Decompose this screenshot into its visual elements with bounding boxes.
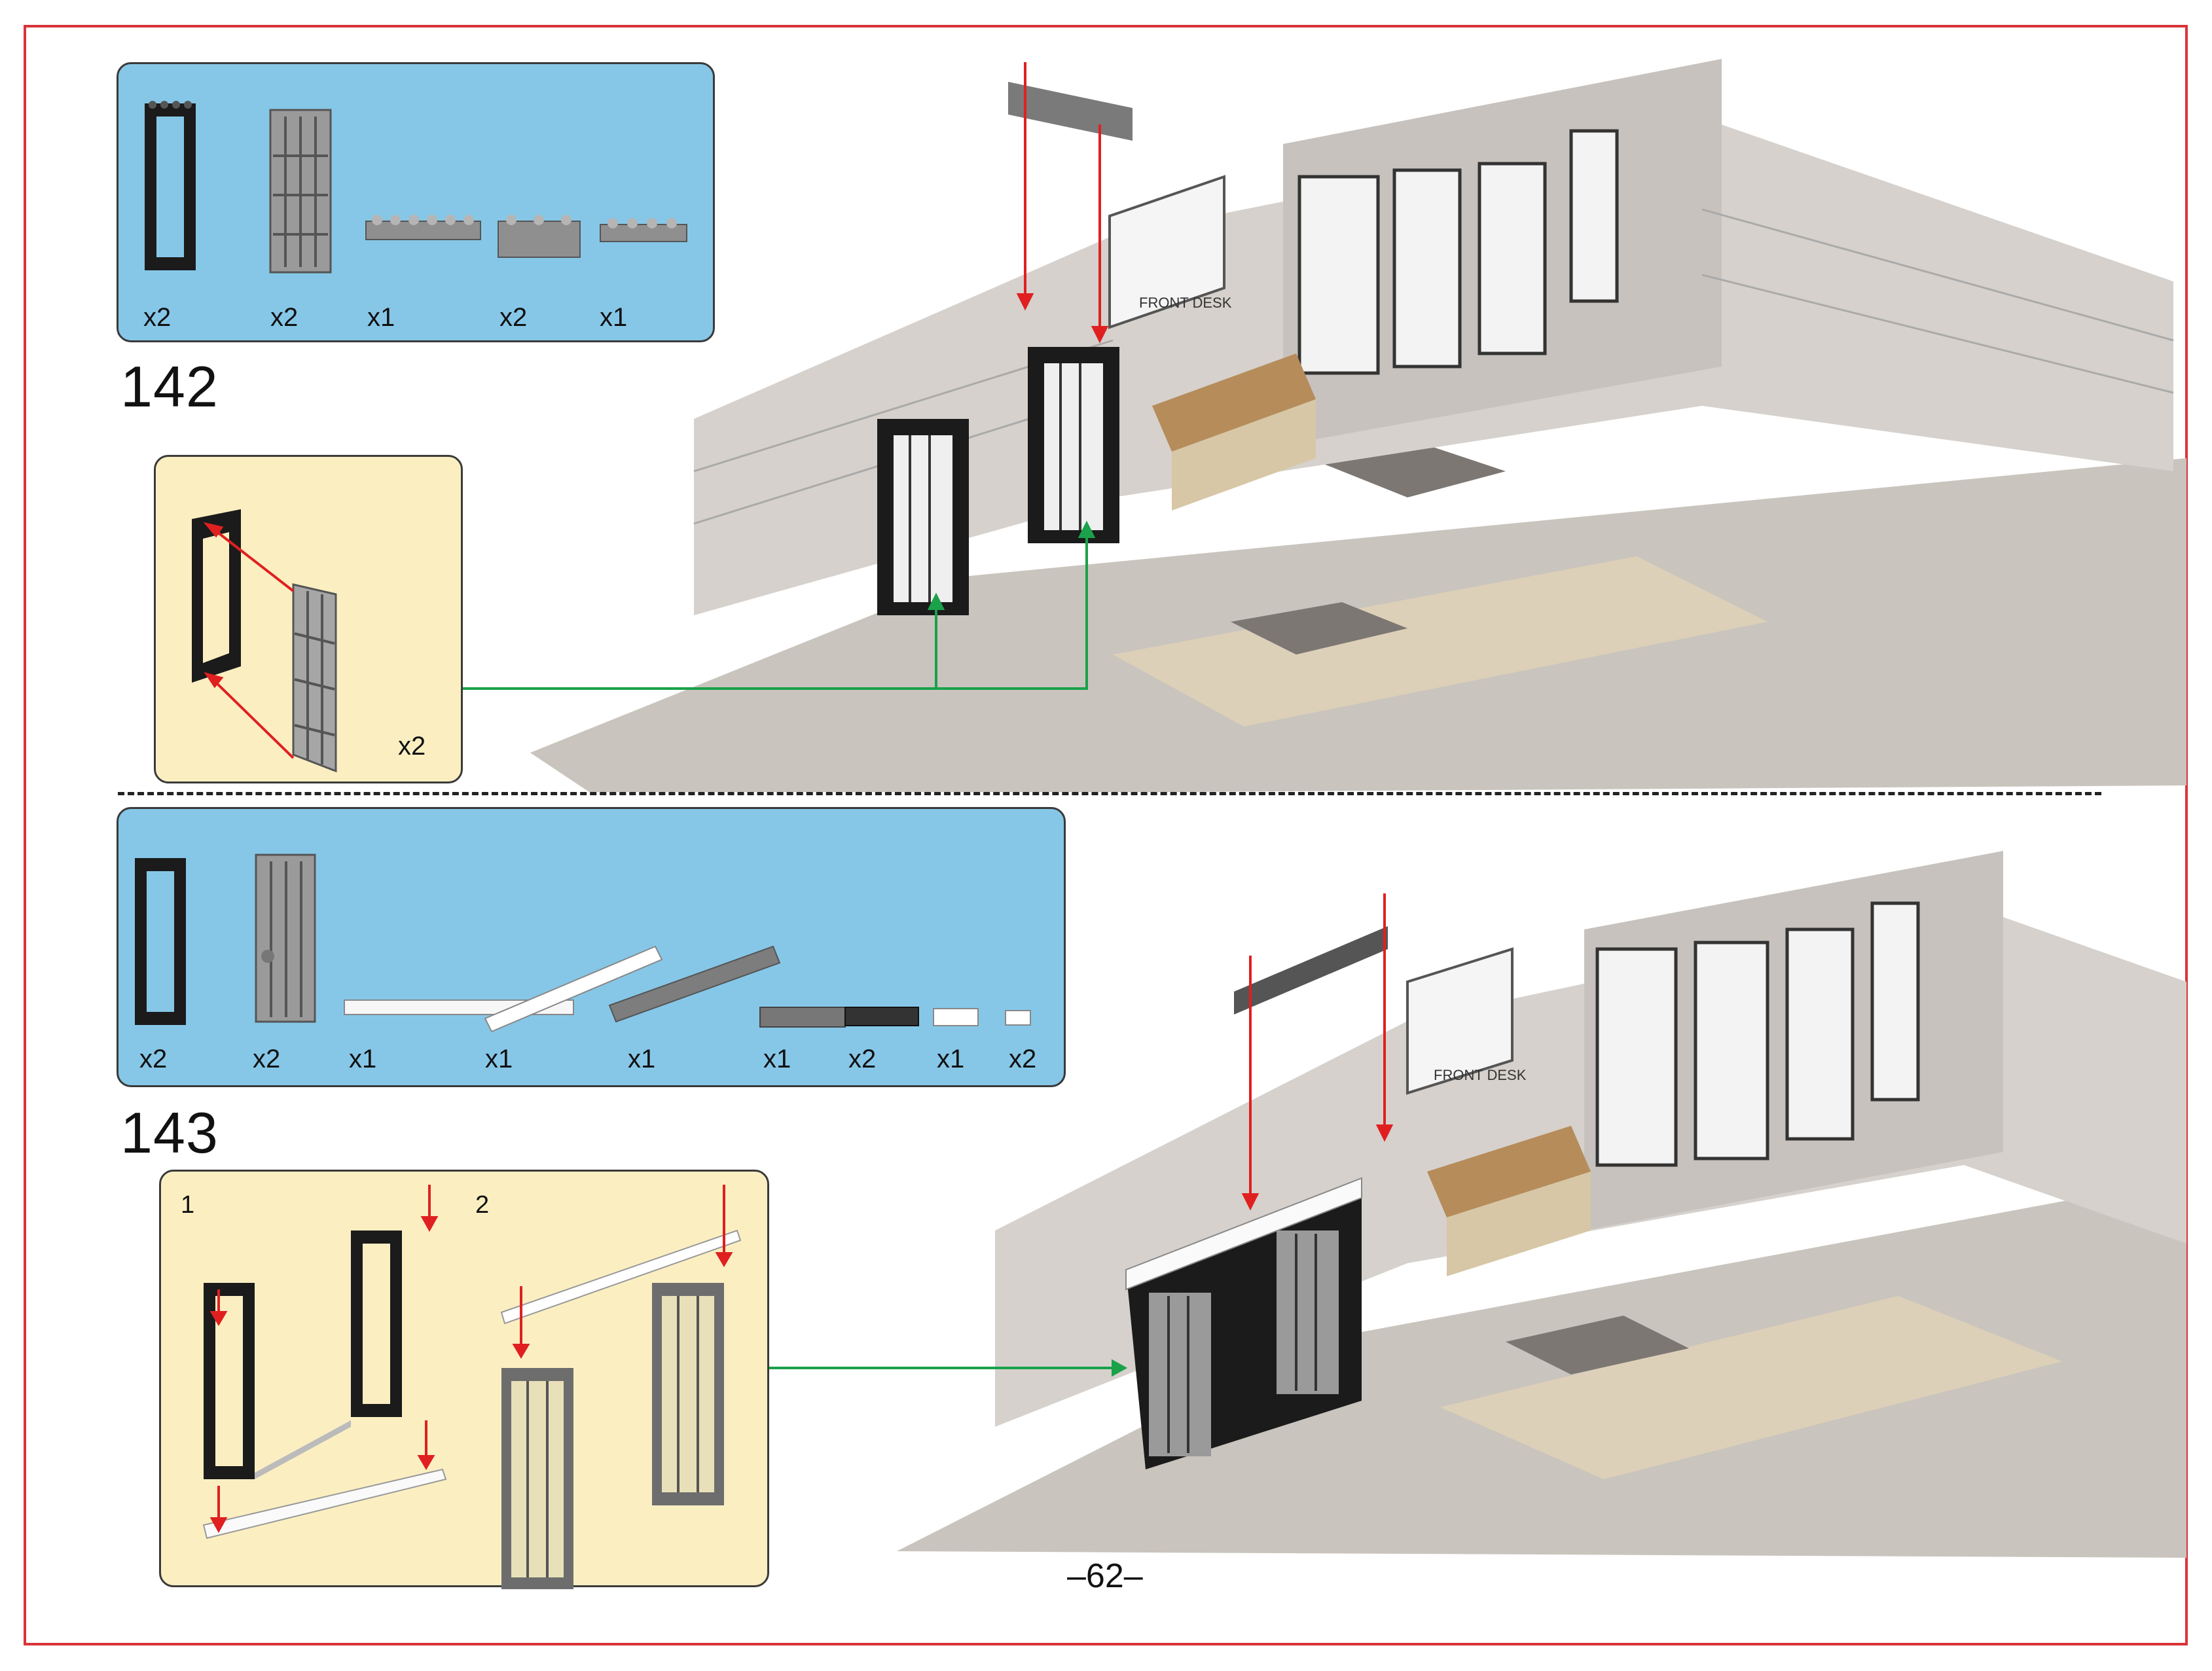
step142-parts-box: x2 x2 x1 x2 x1 [117,62,715,342]
substep-number: 1 [181,1191,195,1219]
grey-plate-1x6-part [365,215,481,240]
part-quantity: x2 [270,303,299,332]
grey-plate-1x10-part [608,945,781,1023]
page-border [24,25,2188,1645]
red-arrows [1016,62,1109,344]
black-plate-1x4-part [844,1007,919,1026]
part-quantity: x1 [485,1045,513,1073]
door-with-lock-part [255,853,316,1023]
windows [1297,129,1619,375]
grey-tile-1x4-part [759,1007,846,1028]
front-desk-sign-text: FRONT DESK [1434,1067,1527,1083]
front-desk-sign-text: FRONT DESK [1139,295,1232,311]
red-arrows [1241,893,1394,1211]
step-divider [118,792,2101,795]
part-quantity: x2 [139,1045,168,1073]
white-tile-1x1-part [1005,1010,1031,1026]
part-quantity: x2 [143,303,172,332]
white-tile-1x6-part [484,945,663,1033]
grey-brick-1x3-part [498,215,581,258]
floor [897,1178,2186,1558]
door-panel-part [269,109,332,274]
floor [530,439,2186,792]
step143-parts-box: x2 x2 x1 x1 x1 x1 x2 x1 x2 [117,807,1066,1087]
part-quantity: x2 [253,1045,281,1073]
top-plate [1234,926,1388,1015]
page-number: –62– [1067,1557,1143,1595]
step143-subassembly-illustration [202,1185,742,1589]
substep2-doors [500,1229,742,1589]
step142-subassembly-box: x2 [154,455,463,783]
green-arrow [769,1359,1128,1377]
desk [1152,353,1316,511]
substep1-frames [202,1231,447,1539]
windows [1595,901,1920,1167]
step-number: 143 [120,1100,219,1165]
door-frame-part [145,101,196,270]
part-quantity: x1 [937,1045,965,1073]
top-plate [1008,82,1133,141]
part-quantity: x1 [763,1045,791,1073]
green-arrows [463,520,1096,690]
subassembly-quantity: x2 [398,732,426,761]
white-plate-1x2-part [933,1008,979,1026]
grey-plate-1x4-part [600,218,687,242]
part-quantity: x2 [848,1045,877,1073]
part-quantity: x1 [600,303,628,332]
desk [1427,1126,1591,1276]
front-desk-sign: FRONT DESK [1406,947,1527,1095]
installed-doors [1125,1177,1362,1469]
part-quantity: x1 [628,1045,656,1073]
installed-doors [877,347,1119,615]
step142-parts-illustration [145,101,687,274]
front-desk-sign: FRONT DESK [1108,175,1232,329]
part-quantity: x1 [367,303,395,332]
part-quantity: x2 [1009,1045,1037,1073]
door-frame-part [135,858,186,1025]
step-number: 142 [120,354,219,419]
part-quantity: x1 [349,1045,377,1073]
step143-parts-illustration [135,853,1031,1033]
part-quantity: x2 [499,303,528,332]
step143-subassembly-box: 1 2 [159,1170,769,1589]
door-assembly-illustration [192,509,337,773]
red-arrows [209,1185,733,1534]
substep-number: 2 [475,1191,490,1219]
